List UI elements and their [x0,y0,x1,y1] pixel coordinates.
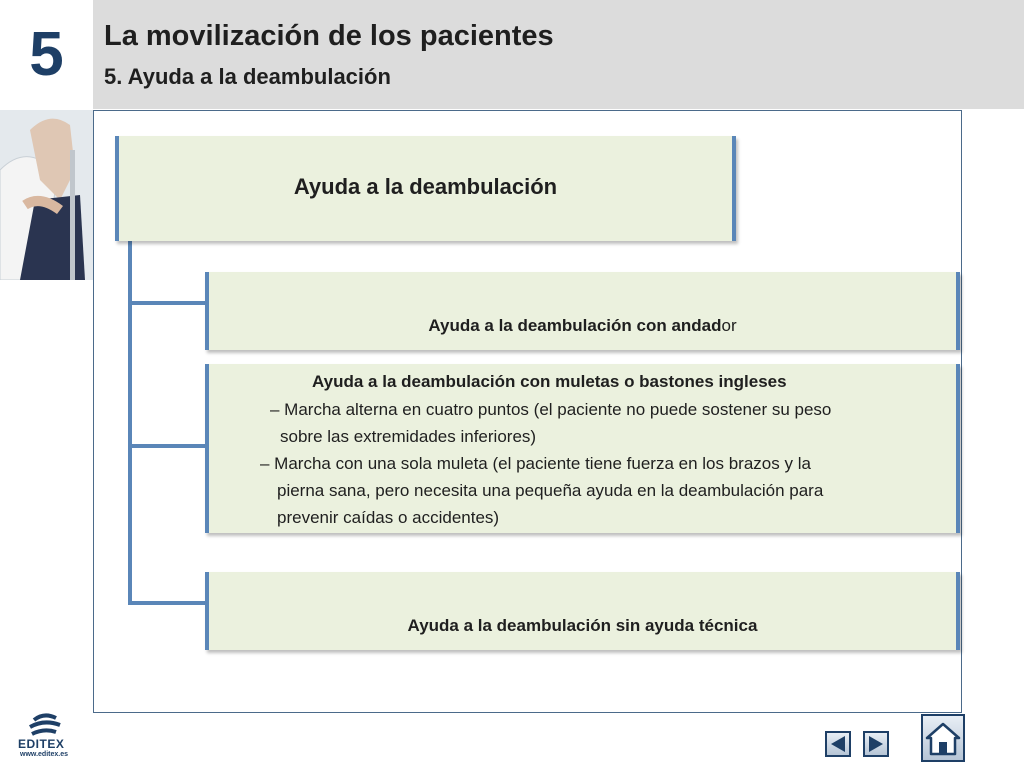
branch-muletas-heading: Ayuda a la deambulación con muletas o ba… [312,372,787,391]
diagram-root-box: Ayuda a la deambulación [115,136,736,241]
diagram-branch-muletas: Ayuda a la deambulación con muletas o ba… [205,364,960,533]
connector-branch-3 [128,601,206,605]
logo-text: EDITEX [18,737,65,751]
header-bar [93,0,1024,109]
branch-andador-label: Ayuda a la deambulación con andador [209,316,956,336]
slide-subtitle: 5. Ayuda a la deambulación [104,64,391,89]
diagram-branch-andador: Ayuda a la deambulación con andador [205,272,960,350]
branch-muletas-line-5: prevenir caídas o accidentes) [277,508,500,527]
diagram-branch-sin-ayuda: Ayuda a la deambulación sin ayuda técnic… [205,572,960,650]
home-icon [925,722,961,756]
logo-url: www.editex.es [20,751,68,758]
chapter-number: 5 [29,20,64,89]
home-button[interactable] [921,714,965,762]
previous-icon [831,736,845,752]
branch-sin-ayuda-label: Ayuda a la deambulación sin ayuda técnic… [407,616,758,635]
side-photo [0,110,93,280]
slide-title: La movilización de los pacientes [104,20,554,52]
next-icon [869,736,883,752]
diagram-root-label: Ayuda a la deambulación [293,174,558,199]
connector-branch-2 [128,444,206,448]
connector-vertical [128,241,132,605]
branch-andador-bold: Ayuda a la deambulación con andad [428,316,722,335]
branch-muletas-line-2: sobre las extremidades inferiores) [280,427,537,446]
branch-andador-tail: or [721,316,737,335]
previous-button[interactable] [825,731,851,757]
branch-muletas-line-3: – Marcha con una sola muleta (el pacient… [260,454,811,473]
branch-muletas-line-4: pierna sana, pero necesita una pequeña a… [277,481,824,500]
patient-walking-photo [0,110,93,280]
editex-logo-icon [29,713,61,736]
connector-branch-1 [128,301,206,305]
branch-muletas-line-1: – Marcha alterna en cuatro puntos (el pa… [270,400,832,419]
next-button[interactable] [863,731,889,757]
